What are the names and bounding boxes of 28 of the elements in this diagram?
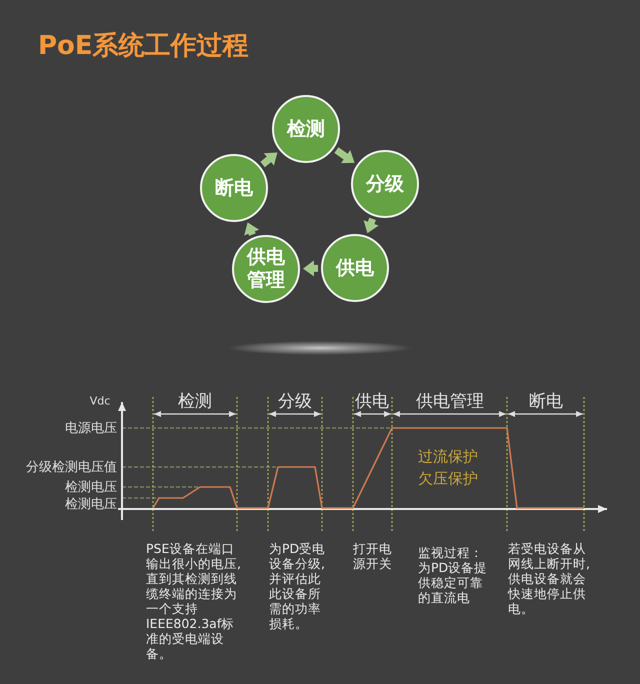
arrow: [302, 260, 318, 276]
axis-label: 分级检测电压值: [26, 459, 117, 476]
note: 欠压保护: [418, 470, 478, 488]
stage-circle: 分级: [351, 150, 419, 218]
phase-label: 供电: [355, 390, 389, 412]
axis-label: 电源电压: [65, 420, 117, 437]
arrow: [364, 218, 379, 234]
stage-circle: 供电管理: [232, 235, 300, 303]
axis-label: 检测电压: [65, 496, 117, 513]
arrow: [260, 150, 280, 168]
description: 为PD受电设备分级,并评估此此设备所需的功率损耗。: [269, 541, 326, 631]
description: PSE设备在端口输出很小的电压,直到其检测到线缆终端的连接为一个支持IEEE802.3af标准的受电端设备。: [146, 541, 242, 661]
note: 过流保护: [418, 448, 478, 466]
axis-label: Vdc: [90, 394, 110, 408]
phase-label: 供电管理: [416, 390, 484, 412]
stage-circle: 断电: [200, 154, 268, 222]
title: PoE系统工作过程: [38, 30, 249, 63]
phase-label: 断电: [529, 390, 563, 412]
description: 若受电设备从网线上断开时,供电设备就会快速地停止供电。: [508, 541, 590, 616]
phase-label: 检测: [178, 390, 212, 412]
stage-circle: 供电: [321, 234, 389, 302]
description: 打开电源开关: [353, 541, 393, 571]
arrow: [334, 147, 357, 166]
stage-circle: 检测: [272, 95, 340, 163]
axis-label: 检测电压: [65, 479, 117, 496]
arrow: [244, 221, 260, 236]
phase-label: 分级: [278, 390, 312, 412]
description: 监视过程：为PD设备提供稳定可靠的直流电: [418, 545, 488, 605]
